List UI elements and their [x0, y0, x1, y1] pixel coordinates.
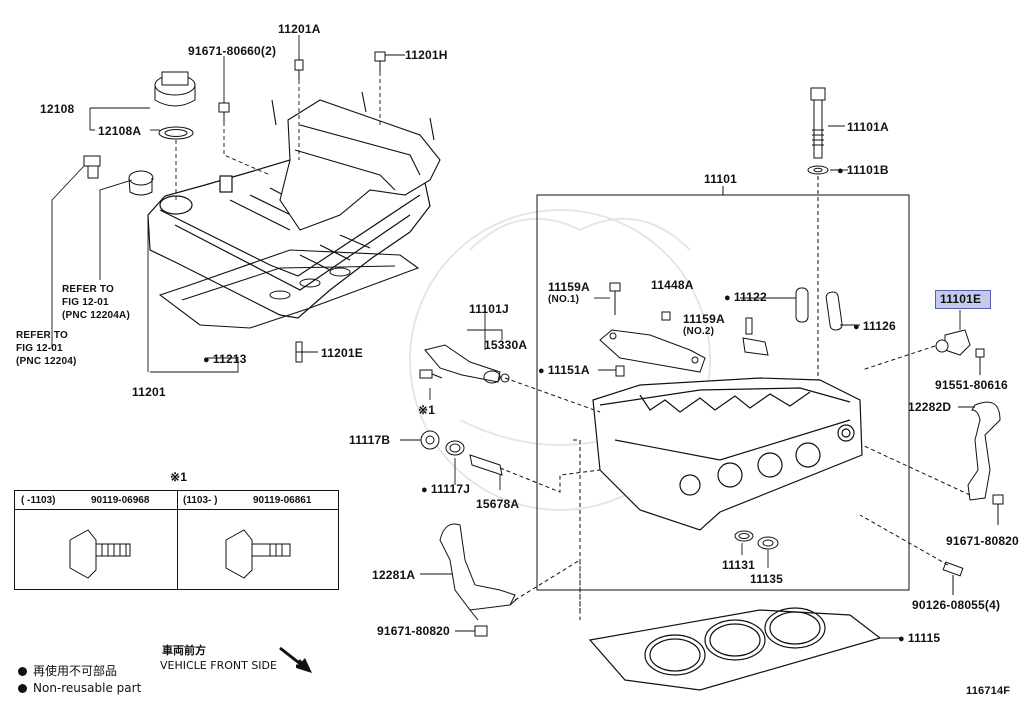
- part-label-11131[interactable]: 11131: [722, 558, 756, 572]
- part-label-11135[interactable]: 11135: [750, 572, 784, 586]
- refer-note-2-line1: REFER TO: [16, 330, 68, 341]
- part-label-12108[interactable]: 12108: [40, 102, 75, 116]
- front-arrow: [279, 646, 305, 668]
- part-label-12282d[interactable]: 12282D: [908, 400, 952, 414]
- refer-note-2-line2: FIG 12-01: [16, 343, 63, 354]
- part-label-11159a-no1[interactable]: 11159A: [548, 280, 590, 294]
- frame-small-parts: [609, 282, 843, 550]
- front-side-jp: 車両前方: [162, 644, 206, 657]
- label-no1: (NO.1): [548, 294, 580, 305]
- table-bolts: [69, 529, 291, 579]
- note-table: ( -1103) 90119-06968 (1103- ) 90119-0686…: [14, 490, 339, 590]
- refer-note-1-line2: FIG 12-01: [62, 297, 109, 308]
- part-label-11117b[interactable]: 11117B: [349, 433, 391, 447]
- table-right-part[interactable]: 90119-06861: [253, 495, 312, 506]
- part-label-12108a[interactable]: 12108A: [98, 124, 142, 138]
- non-reusable-dot-icon: [18, 667, 27, 676]
- non-reusable-dot-icon: [18, 684, 27, 693]
- part-label-11201e[interactable]: 11201E: [321, 346, 363, 360]
- head-bolt: [807, 87, 829, 175]
- head-gasket: [588, 607, 882, 691]
- bracket-12281a: [439, 523, 519, 637]
- refer-note-1-line1: REFER TO: [62, 284, 114, 295]
- part-label-11101[interactable]: 11101: [704, 172, 738, 186]
- part-label-11159a-no2[interactable]: 11159A: [683, 312, 725, 326]
- part-label-91671-80820-right[interactable]: 91671-80820: [946, 534, 1019, 548]
- part-label-91671-80820-bottom[interactable]: 91671-80820: [377, 624, 450, 638]
- legend-jp: 再使用不可部品: [18, 664, 117, 679]
- part-label-11115[interactable]: 11115: [898, 631, 940, 646]
- legend-en: Non-reusable part: [18, 681, 141, 696]
- part-label-91551-80616[interactable]: 91551-80616: [935, 378, 1008, 392]
- table-marker: ※1: [170, 470, 188, 484]
- part-label-15678a[interactable]: 15678A: [476, 497, 520, 511]
- table-left-part[interactable]: 90119-06968: [91, 495, 150, 506]
- part-label-11101a[interactable]: 11101A: [847, 120, 889, 134]
- part-label-11448a[interactable]: 11448A: [651, 278, 694, 292]
- part-label-15330a[interactable]: 15330A: [484, 338, 528, 352]
- oil-control-valve: [419, 344, 510, 476]
- refer-note-1-line3: (PNC 12204A): [62, 310, 130, 321]
- cover-gasket: [158, 249, 420, 329]
- pcv-valve: [83, 155, 154, 196]
- part-label-11101b[interactable]: 11101B: [837, 163, 889, 178]
- table-left-range: ( -1103): [21, 495, 56, 506]
- legend-jp-text: 再使用不可部品: [33, 664, 118, 678]
- oil-filler-cap: [154, 71, 196, 140]
- cam-bearing-cap: [599, 329, 769, 373]
- part-label-11126[interactable]: 11126: [853, 319, 896, 334]
- stud-bolt: [942, 561, 964, 595]
- table-right-range: (1103- ): [183, 495, 218, 506]
- bracket-12282d: [967, 401, 1004, 525]
- part-label-11151a[interactable]: 11151A: [538, 363, 590, 378]
- cylinder-head: [592, 377, 863, 531]
- part-label-11101j[interactable]: 11101J: [469, 302, 509, 316]
- part-label-12281a[interactable]: 12281A: [372, 568, 416, 582]
- label-no2: (NO.2): [683, 326, 715, 337]
- front-side-en: VEHICLE FRONT SIDE: [160, 659, 277, 672]
- note-marker-1: ※1: [418, 403, 436, 417]
- highlight-box: [935, 290, 991, 309]
- part-label-91671-80660[interactable]: 91671-80660(2): [188, 44, 277, 58]
- part-label-11213[interactable]: 11213: [203, 352, 247, 367]
- diagram-code: 116714F: [966, 685, 1011, 697]
- part-label-11201a[interactable]: 11201A: [278, 22, 321, 36]
- part-label-11117j[interactable]: 11117J: [421, 482, 470, 497]
- part-label-11101e[interactable]: 11101E: [940, 292, 982, 306]
- legend-en-text: Non-reusable part: [33, 681, 142, 695]
- valve-cover-baffle: [271, 91, 441, 231]
- refer-note-2-line3: (PNC 12204): [16, 356, 77, 367]
- part-label-11201h[interactable]: 11201H: [405, 48, 448, 62]
- cam-position-sensor: [935, 329, 985, 375]
- part-label-11122[interactable]: 11122: [724, 290, 767, 305]
- part-label-11201[interactable]: 11201: [132, 385, 166, 399]
- part-label-90126-08055[interactable]: 90126-08055(4): [912, 598, 1001, 612]
